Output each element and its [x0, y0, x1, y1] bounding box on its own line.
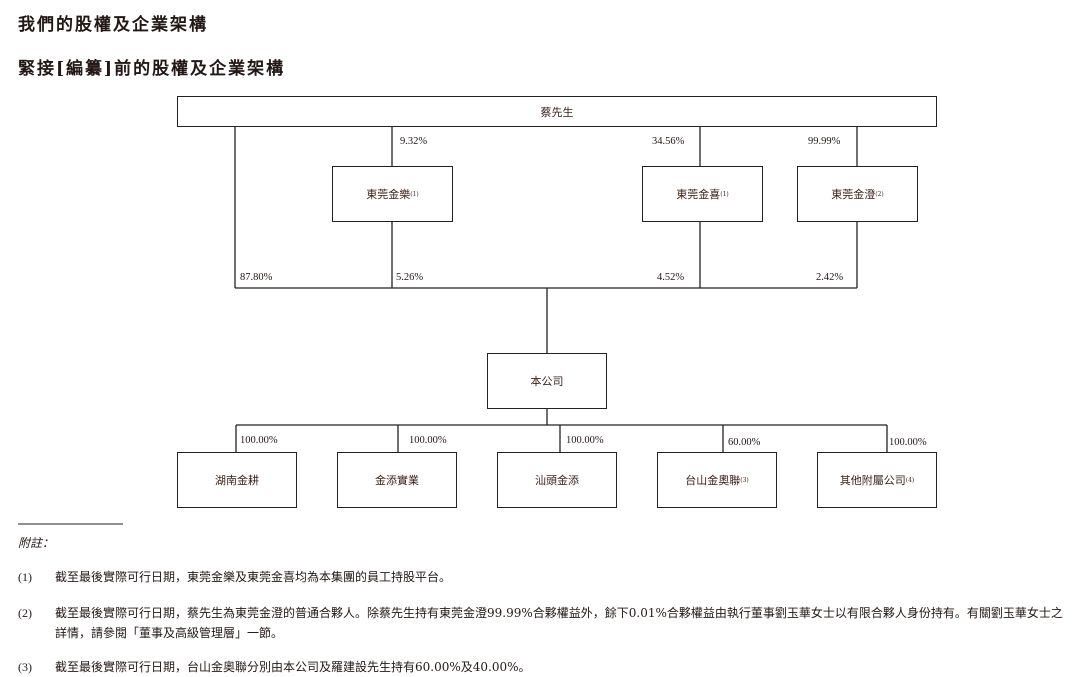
section-subtitle: 緊接[編纂]前的股權及企業架構 [18, 59, 286, 79]
pct-label: 2.42% [816, 272, 844, 283]
pct-label: 87.80% [240, 272, 273, 283]
pct-label: 34.56% [652, 136, 685, 147]
company-box: 本公司 [487, 353, 607, 409]
pct-label: 5.26% [396, 272, 424, 283]
pct-label: 100.00% [566, 435, 604, 446]
shareholder-box-mr-cai: 蔡先生 [177, 96, 937, 127]
notes-heading: 附註： [18, 536, 55, 550]
subsidiary-box: 湖南金耕 [177, 452, 297, 508]
subsidiary-box: 其他附屬公司(4) [817, 452, 937, 508]
pct-label: 60.00% [728, 437, 761, 448]
note-text: 截至最後實際可行日期，台山金奧聯分別由本公司及羅建設先生持有60.00%及40.… [55, 660, 531, 674]
pct-label: 100.00% [409, 435, 447, 446]
pct-label: 100.00% [889, 437, 927, 448]
entity-box-jincheng: 東莞金澄(2) [797, 166, 918, 222]
subsidiary-box: 台山金奧聯(3) [657, 452, 777, 508]
pct-label: 4.52% [657, 272, 685, 283]
pct-label: 100.00% [240, 435, 278, 446]
page-title: 我們的股權及企業架構 [18, 15, 208, 35]
pct-label: 99.99% [808, 136, 841, 147]
subsidiary-box: 金添實業 [337, 452, 457, 508]
subsidiary-box: 汕頭金添 [497, 452, 617, 508]
note-text: 截至最後實際可行日期，蔡先生為東莞金澄的普通合夥人。除蔡先生持有東莞金澄99.9… [55, 606, 1063, 640]
entity-box-jinle: 東莞金樂(1) [332, 166, 453, 222]
note-number: (2) [18, 606, 32, 620]
entity-box-jinxi: 東莞金喜(1) [642, 166, 763, 222]
note-number: (1) [18, 570, 32, 584]
pct-label: 9.32% [400, 136, 428, 147]
note-text: 截至最後實際可行日期，東莞金樂及東莞金喜均為本集團的員工持股平台。 [55, 570, 452, 584]
note-number: (3) [18, 660, 32, 674]
